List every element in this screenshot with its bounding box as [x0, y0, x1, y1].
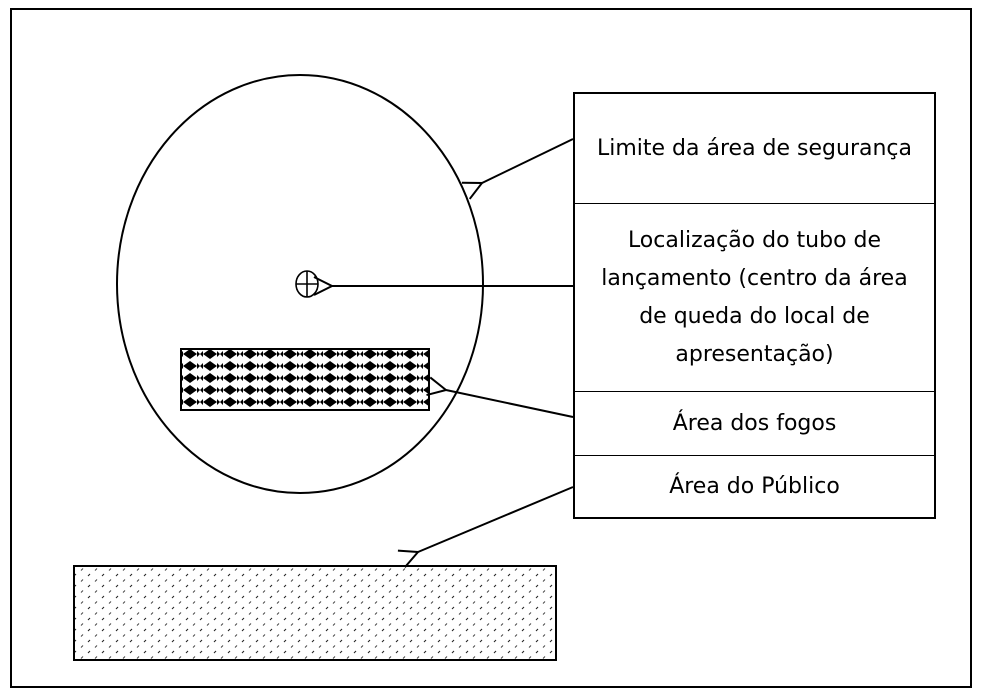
safety-area-boundary [116, 74, 484, 494]
arrow-safety-limit [482, 138, 574, 183]
legend-label-fireworks-area: Área dos fogos [672, 410, 837, 436]
arrow-public-area [418, 486, 574, 552]
arrow-fireworks-area [446, 390, 574, 418]
legend-label-launch-tube: Localização do tubo de lançamento (centr… [601, 227, 908, 367]
legend-row-safety-limit: Limite da área de segurança [575, 94, 934, 204]
legend-row-fireworks-area: Área dos fogos [575, 392, 934, 456]
diagram-frame [10, 8, 972, 688]
legend-label-safety-limit: Limite da área de segurança [596, 135, 912, 161]
public-area [73, 565, 557, 661]
legend-row-launch-tube: Localização do tubo de lançamento (centr… [575, 204, 934, 392]
launch-tube-icon [295, 270, 319, 298]
legend-label-public-area: Área do Público [669, 473, 840, 499]
legend-table: Limite da área de segurança Localização … [573, 92, 936, 519]
legend-row-public-area: Área do Público [575, 456, 934, 517]
fireworks-area [180, 348, 430, 411]
